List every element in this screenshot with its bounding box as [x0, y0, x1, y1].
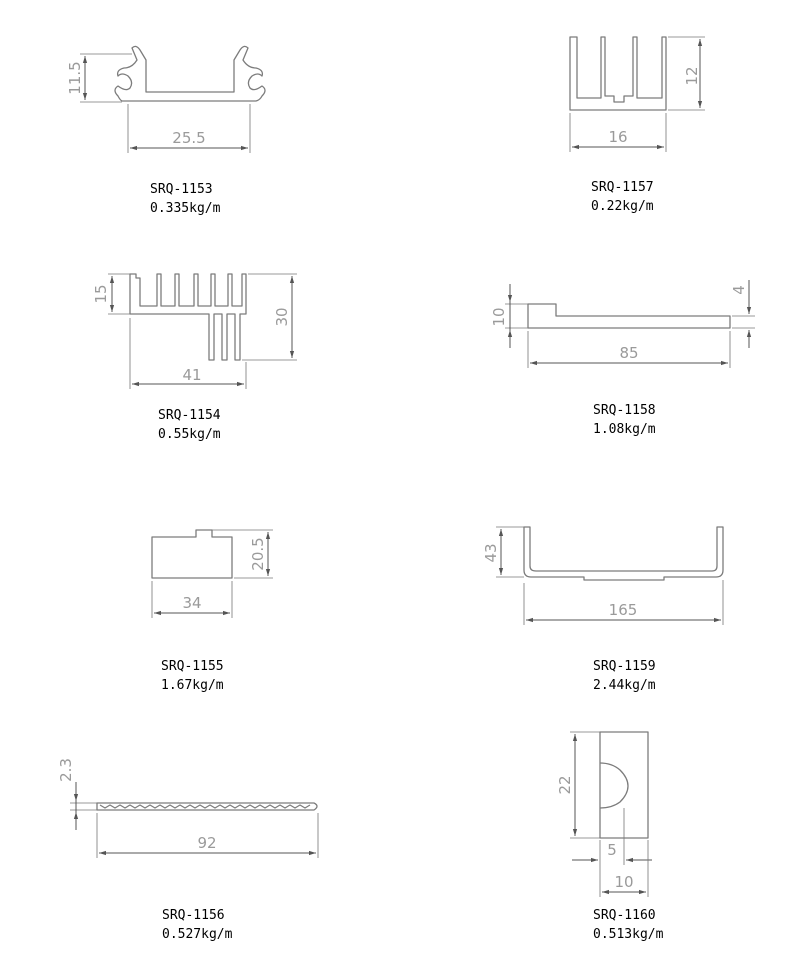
dim-1158-thickness: 4	[730, 285, 748, 295]
profile-srq-1159: 43 165	[482, 526, 724, 625]
profile-srq-1154: 15 30 41	[92, 273, 297, 389]
dim-1159-height: 43	[482, 543, 500, 562]
caption-srq-1154: SRQ-1154 0.55kg/m	[158, 406, 221, 444]
dim-1160-slot: 5	[607, 841, 617, 859]
caption-srq-1158: SRQ-1158 1.08kg/m	[593, 401, 656, 439]
profile-1153-outline	[114, 45, 266, 102]
dim-1153-height: 11.5	[66, 61, 84, 94]
profile-code: SRQ-1157	[591, 180, 654, 195]
dim-1154-top: 15	[92, 284, 110, 303]
profile-1160-slot	[599, 762, 629, 809]
profile-srq-1158: 10 4 85	[490, 280, 755, 368]
dim-1157-width: 16	[608, 128, 627, 146]
profile-1159-outline	[523, 526, 724, 581]
dim-1156-width: 92	[197, 834, 216, 852]
dim-1158-height: 10	[490, 307, 508, 326]
profile-1160-outline	[599, 731, 649, 839]
profile-weight: 0.335kg/m	[150, 201, 221, 216]
caption-srq-1160: SRQ-1160 0.513kg/m	[593, 906, 663, 944]
profile-code: SRQ-1159	[593, 659, 656, 674]
profile-code: SRQ-1156	[162, 908, 225, 923]
dim-1157-height: 12	[683, 66, 701, 85]
dim-1155-width: 34	[182, 594, 201, 612]
dim-1158-width: 85	[619, 344, 638, 362]
dim-1154-height: 30	[273, 307, 291, 326]
caption-srq-1156: SRQ-1156 0.527kg/m	[162, 906, 232, 944]
dim-1155-height: 20.5	[249, 537, 267, 570]
profile-weight: 0.527kg/m	[162, 927, 233, 942]
profile-code: SRQ-1160	[593, 908, 656, 923]
profile-weight: 0.513kg/m	[593, 927, 664, 942]
profile-srq-1155: 20.5 34	[151, 529, 273, 618]
profile-weight: 1.08kg/m	[593, 422, 656, 437]
profile-1155-outline	[151, 529, 233, 579]
profile-1156-outline	[96, 802, 318, 811]
dim-1160-width: 10	[614, 873, 633, 891]
profile-srq-1156: 2.3 92	[57, 758, 319, 858]
caption-srq-1159: SRQ-1159 2.44kg/m	[593, 657, 656, 695]
dim-1153-width: 25.5	[172, 129, 205, 147]
profile-weight: 2.44kg/m	[593, 678, 656, 693]
dim-1160-height: 22	[556, 775, 574, 794]
profile-code: SRQ-1153	[150, 182, 213, 197]
caption-srq-1157: SRQ-1157 0.22kg/m	[591, 178, 654, 216]
dim-1154-width: 41	[182, 366, 201, 384]
profile-1156-serration	[99, 804, 311, 809]
profile-1158-outline	[527, 303, 731, 329]
dim-1159-width: 165	[609, 601, 638, 619]
caption-srq-1155: SRQ-1155 1.67kg/m	[161, 657, 224, 695]
profile-code: SRQ-1158	[593, 403, 656, 418]
profile-srq-1153: 11.5 25.5	[66, 45, 266, 153]
profile-srq-1157: 12 16	[569, 36, 705, 152]
profile-weight: 1.67kg/m	[161, 678, 224, 693]
profile-srq-1160: 22 5 10	[556, 731, 652, 897]
profile-code: SRQ-1154	[158, 408, 221, 423]
profile-code: SRQ-1155	[161, 659, 224, 674]
profile-1154-outline	[129, 273, 247, 361]
dim-1156-height: 2.3	[57, 758, 75, 782]
profile-weight: 0.55kg/m	[158, 427, 221, 442]
profile-1157-outline	[569, 36, 667, 111]
profile-weight: 0.22kg/m	[591, 199, 654, 214]
caption-srq-1153: SRQ-1153 0.335kg/m	[150, 180, 220, 218]
